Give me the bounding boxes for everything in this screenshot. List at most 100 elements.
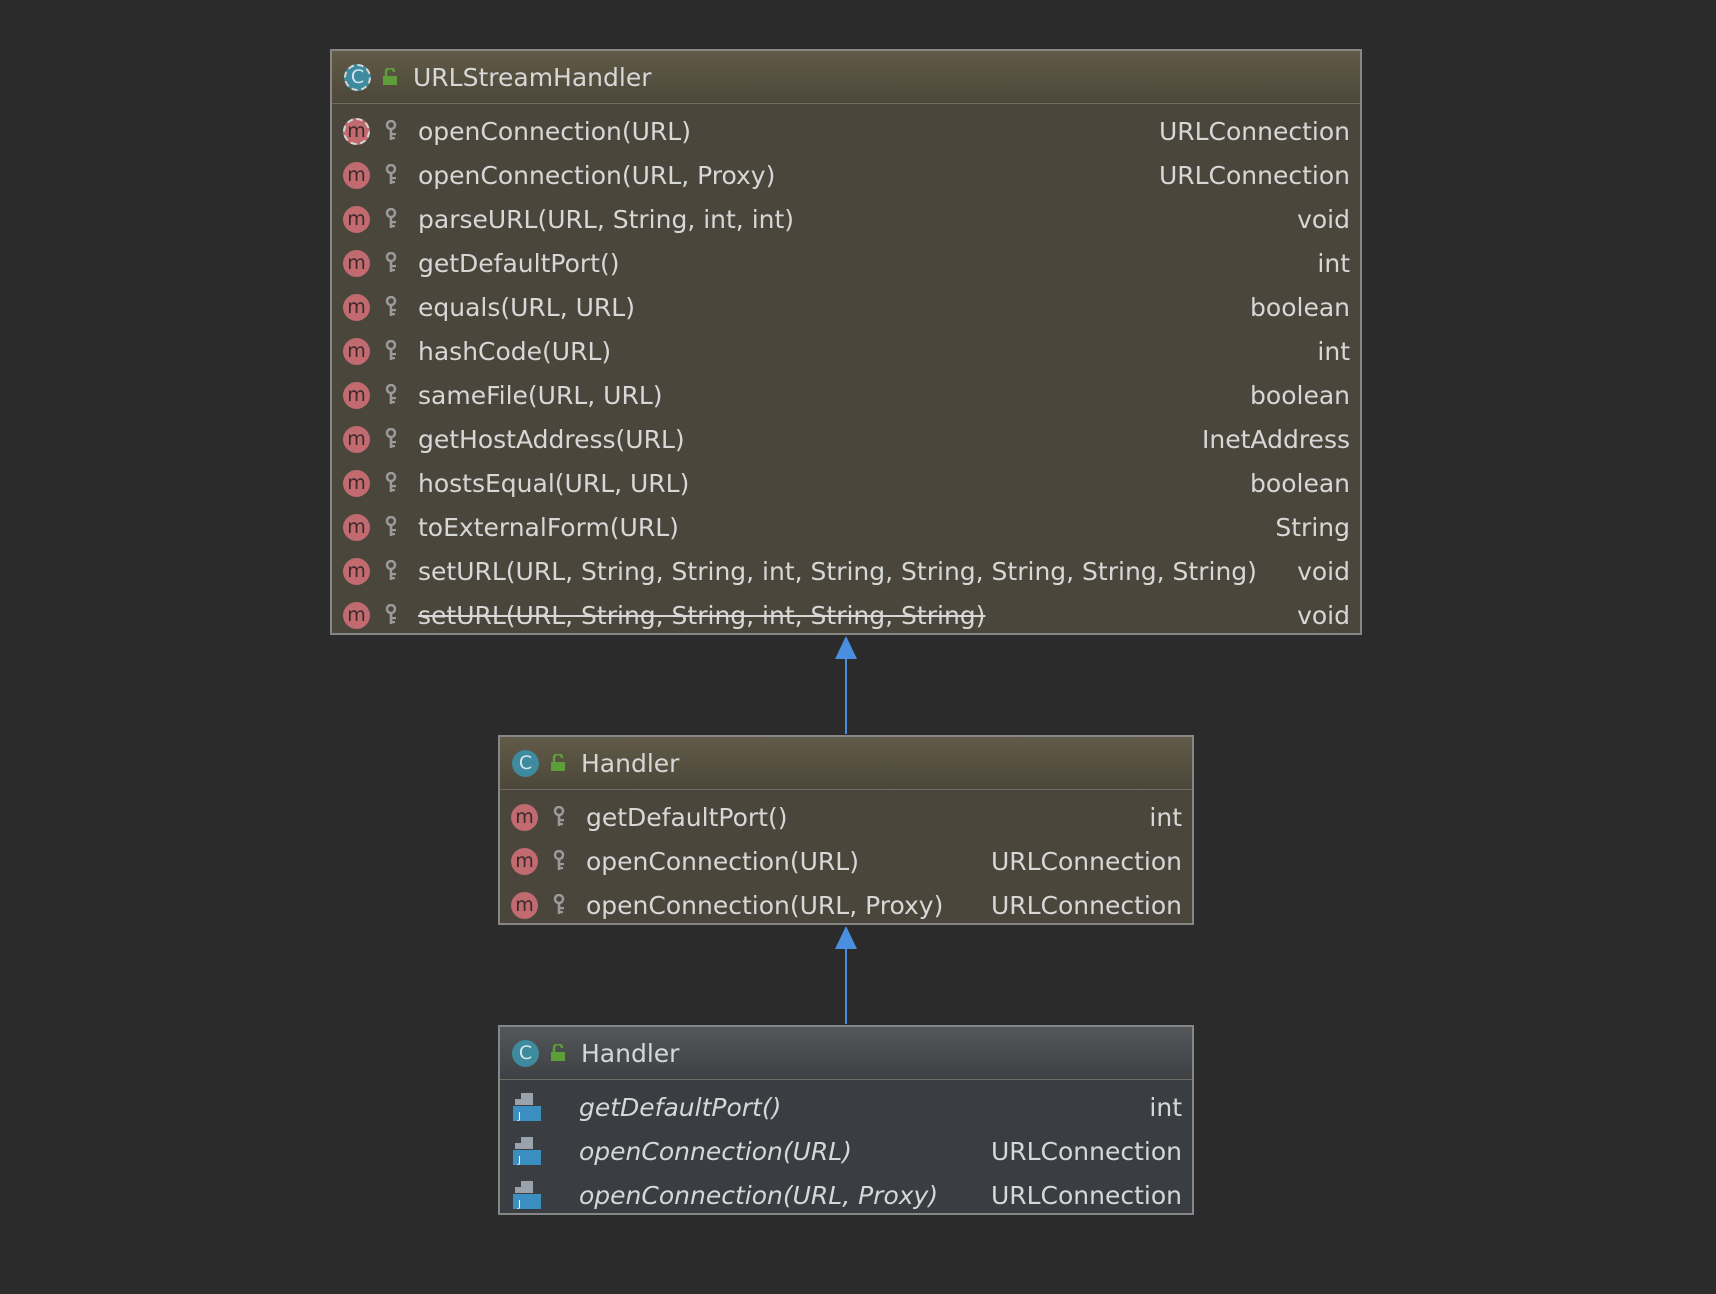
key-icon — [385, 340, 397, 360]
method-icon: m — [343, 513, 370, 541]
method-return-type: boolean — [1250, 380, 1350, 410]
key-icon — [385, 384, 397, 404]
method-list: m openConnection(URL) URLConnection m openCo… — [332, 104, 1360, 637]
key-icon — [385, 120, 397, 140]
key-icon — [385, 516, 397, 536]
class-header[interactable]: C Handler — [500, 1027, 1192, 1080]
method-return-type: URLConnection — [1158, 116, 1350, 146]
method-signature: openConnection(URL, Proxy) — [586, 890, 944, 920]
java-file-icon: J — [513, 1137, 541, 1166]
key-icon — [553, 850, 565, 870]
method-signature: setURL(URL, String, String, int, String,… — [418, 556, 1257, 586]
key-icon — [385, 208, 397, 228]
class-icon: C — [512, 1039, 539, 1067]
svg-text:J: J — [517, 1199, 521, 1210]
method-return-type: URLConnection — [990, 1136, 1182, 1166]
method-return-type: int — [1149, 1092, 1182, 1122]
method-icon: m — [343, 161, 370, 189]
method-icon: m — [343, 337, 370, 365]
method-icon: m — [343, 425, 370, 453]
method-signature: getHostAddress(URL) — [418, 424, 685, 454]
method-row[interactable]: m openConnection(URL) URLConnection — [332, 109, 1360, 153]
method-return-type: int — [1317, 336, 1350, 366]
method-signature: sameFile(URL, URL) — [418, 380, 663, 410]
java-file-icon: J — [513, 1181, 541, 1210]
class-icon: C — [512, 749, 539, 777]
method-icon: m — [343, 205, 370, 233]
key-icon — [553, 894, 565, 914]
public-visibility-icon — [551, 754, 565, 771]
abstract-method-icon: m — [343, 117, 370, 145]
method-icon: m — [343, 293, 370, 321]
method-icon: m — [343, 381, 370, 409]
svg-text:J: J — [517, 1155, 521, 1166]
method-row[interactable]: m setURL(URL, String, String, int, String… — [332, 593, 1360, 637]
java-file-icon: J — [513, 1093, 541, 1122]
method-return-type: URLConnection — [990, 890, 1182, 920]
key-icon — [385, 252, 397, 272]
deprecated-method-signature: setURL(URL, String, String, int, String,… — [418, 600, 986, 630]
class-urlstreamhandler[interactable]: C URLStreamHandler m openConnection(URL) U… — [330, 49, 1362, 635]
method-return-type: int — [1149, 802, 1182, 832]
method-return-type: URLConnection — [990, 846, 1182, 876]
method-return-type: void — [1297, 600, 1350, 630]
method-signature: toExternalForm(URL) — [418, 512, 679, 542]
method-return-type: String — [1275, 512, 1350, 542]
key-icon — [385, 428, 397, 448]
method-signature: parseURL(URL, String, int, int) — [418, 204, 795, 234]
extends-arrowhead-top — [835, 636, 857, 659]
class-header[interactable]: C URLStreamHandler — [332, 51, 1360, 104]
method-signature: equals(URL, URL) — [418, 292, 635, 322]
method-icon: m — [343, 601, 370, 629]
method-return-type: void — [1297, 556, 1350, 586]
method-row[interactable]: m getDefaultPort() int — [500, 795, 1192, 839]
method-signature: getDefaultPort() — [586, 802, 788, 832]
abstract-class-icon: C — [344, 63, 371, 91]
class-name: Handler — [581, 1038, 680, 1068]
method-row[interactable]: m openConnection(URL, Proxy) URLConnection — [332, 153, 1360, 197]
method-signature: openConnection(URL, Proxy) — [418, 160, 776, 190]
key-icon — [385, 296, 397, 316]
class-handler-middle[interactable]: C Handler m getDefaultPort() int m openConne… — [498, 735, 1194, 925]
method-return-type: URLConnection — [1158, 160, 1350, 190]
method-row[interactable]: m openConnection(URL, Proxy) URLConnection — [500, 883, 1192, 927]
method-row[interactable]: m toExternalForm(URL) String — [332, 505, 1360, 549]
method-signature: openConnection(URL) — [418, 116, 691, 146]
method-return-type: int — [1317, 248, 1350, 278]
key-icon — [385, 560, 397, 580]
method-icon: m — [511, 803, 538, 831]
method-icon: m — [343, 249, 370, 277]
method-signature: getDefaultPort() — [579, 1092, 782, 1122]
key-icon — [553, 806, 565, 826]
class-name: URLStreamHandler — [413, 62, 652, 92]
method-icon: m — [343, 469, 370, 497]
public-visibility-icon — [551, 1044, 565, 1061]
class-name: Handler — [581, 748, 680, 778]
method-list: m getDefaultPort() int m openConnection(URL)… — [500, 790, 1192, 927]
method-row[interactable]: m getDefaultPort() int — [332, 241, 1360, 285]
svg-text:J: J — [517, 1111, 521, 1122]
key-icon — [385, 604, 397, 624]
method-icon: m — [511, 891, 538, 919]
method-signature: getDefaultPort() — [418, 248, 620, 278]
public-visibility-icon — [383, 68, 397, 85]
method-signature: openConnection(URL) — [586, 846, 859, 876]
extends-arrowhead-middle — [835, 926, 857, 949]
method-row[interactable]: m sameFile(URL, URL) boolean — [332, 373, 1360, 417]
key-icon — [385, 472, 397, 492]
class-header[interactable]: C Handler — [500, 737, 1192, 790]
key-icon — [385, 164, 397, 184]
